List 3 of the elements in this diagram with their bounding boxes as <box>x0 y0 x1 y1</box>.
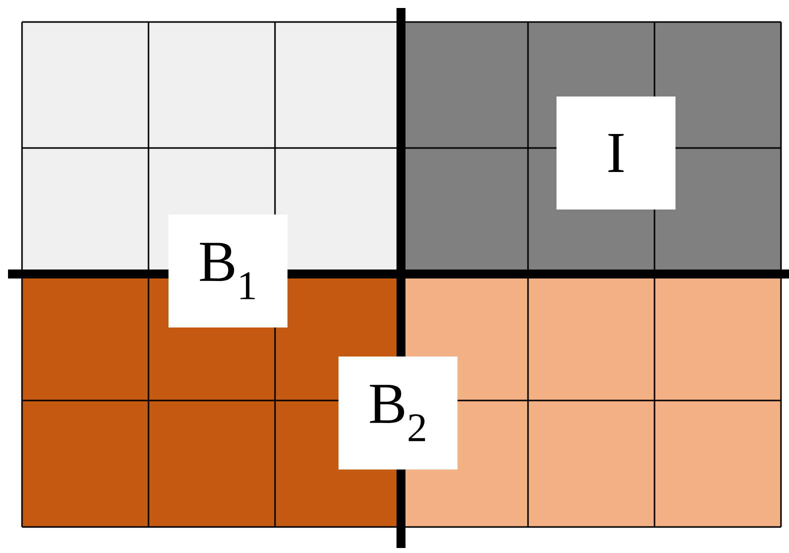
label-box: I <box>556 96 676 210</box>
label-box: B$_{1}$ <box>168 214 288 328</box>
label-box: B$_{2}$ <box>338 356 458 470</box>
